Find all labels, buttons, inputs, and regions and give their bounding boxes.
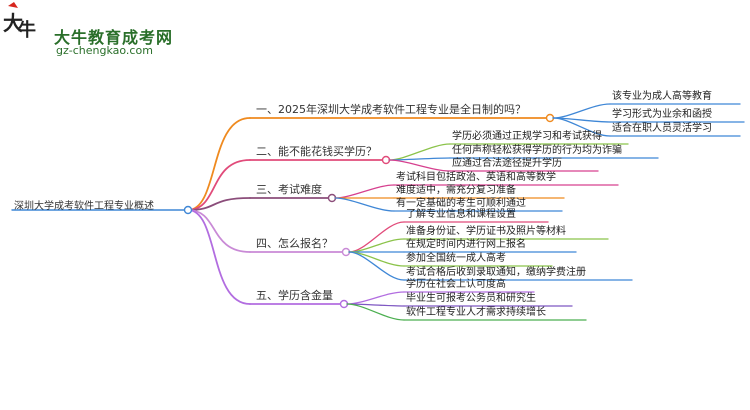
leaf-connector [552, 103, 611, 119]
branch-label-4: 四、怎么报名？ [256, 237, 333, 250]
leaf-connector [334, 184, 395, 199]
branch-connector [187, 209, 251, 305]
svg-text:大: 大 [3, 11, 23, 35]
leaf-label: 任何声称轻松获得学历的行为均为诈骗 [452, 145, 622, 156]
brand-url: gz-chengkao.com [56, 44, 153, 57]
leaf-connector [346, 303, 405, 321]
leaf-label: 软件工程专业人才需求持续增长 [406, 307, 546, 318]
branch-connector [187, 159, 251, 211]
svg-text:牛: 牛 [18, 19, 36, 38]
leaf-label: 应通过合法途径提升学历 [452, 158, 562, 169]
brand-name: 大牛教育成考网 [54, 28, 174, 47]
leaf-label: 有一定基础的考生可顺利通过 [396, 198, 526, 209]
leaf-label: 参加全国统一成人高考 [406, 253, 506, 264]
leaf-label: 学历必须通过正规学习和考试获得 [452, 131, 602, 142]
leaf-label: 该专业为成人高等教育 [612, 91, 712, 102]
branch-connector [187, 197, 251, 211]
leaf-label: 毕业生可报考公务员和研究生 [406, 293, 536, 304]
branch-connector [187, 209, 251, 253]
leaf-label: 学历在社会上认可度高 [406, 279, 506, 290]
branch-label-1: 一、2025年深圳大学成考软件工程专业是全日制的吗？ [256, 103, 526, 116]
branch-connector [187, 117, 251, 211]
leaf-label: 准备身份证、学历证书及照片等材料 [406, 226, 566, 237]
root-node [183, 205, 193, 215]
branch-label-3: 三、考试难度 [256, 183, 322, 196]
leaf-connector [388, 159, 451, 172]
branch-label-2: 二、能不能花钱买学历？ [256, 145, 377, 158]
leaf-connector [552, 117, 611, 137]
leaf-label: 考试合格后收到录取通知，缴纳学费注册 [406, 267, 586, 278]
leaf-connector [334, 197, 395, 212]
logo-icon: 大 牛 [3, 2, 36, 38]
leaf-label: 适合在职人员灵活学习 [612, 123, 712, 134]
leaf-label: 在规定时间内进行网上报名 [406, 239, 526, 250]
leaf-connector [348, 221, 405, 253]
leaf-connector [346, 291, 405, 305]
leaf-label: 学习形式为业余和函授 [612, 109, 712, 120]
leaf-label: 了解专业信息和课程设置 [406, 209, 516, 220]
root-node-label: 深圳大学成考软件工程专业概述 [14, 201, 154, 212]
leaf-label: 难度适中，需充分复习准备 [396, 185, 516, 196]
leaf-label: 考试科目包括政治、英语和高等数学 [396, 172, 556, 183]
leaf-connector [348, 251, 405, 281]
branch-label-5: 五、学历含金量 [256, 289, 333, 302]
